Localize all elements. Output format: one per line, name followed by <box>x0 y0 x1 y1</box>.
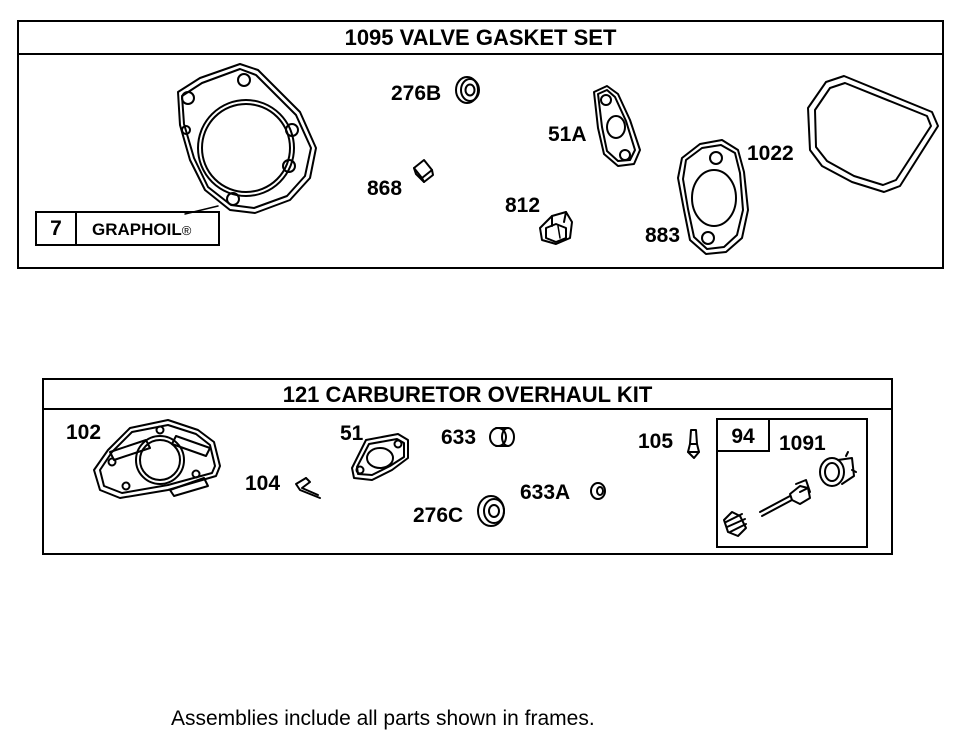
seal-276b-drawing <box>455 76 480 104</box>
cylinder-head-gasket-drawing <box>177 63 317 215</box>
valve-gasket-set-title: 1095 VALVE GASKET SET <box>19 22 942 55</box>
pin-104-drawing <box>295 477 321 499</box>
callout-883: 883 <box>645 224 681 247</box>
callout-1091: 1091 <box>779 432 826 455</box>
callout-105: 105 <box>638 430 674 453</box>
callout-51a: 51A <box>548 123 587 146</box>
callout-102: 102 <box>66 421 102 444</box>
callout-633: 633 <box>441 426 477 449</box>
carburetor-gasket-102-drawing <box>93 419 221 499</box>
bushing-633-drawing <box>489 427 515 447</box>
callout-276b: 276B <box>391 82 442 105</box>
callout-104: 104 <box>245 472 281 495</box>
callout-868: 868 <box>367 177 403 200</box>
gasket-51a-drawing <box>593 85 641 167</box>
washer-633a-drawing <box>590 482 606 500</box>
valve-gasket-set-frame: 1095 VALVE GASKET SET <box>17 20 944 269</box>
registered-mark: ® <box>181 223 192 238</box>
seal-276c-drawing <box>477 495 505 527</box>
callout-1022: 1022 <box>747 142 794 165</box>
needle-105-drawing <box>687 429 700 459</box>
gasket-883-drawing <box>677 139 749 255</box>
graphoil-name-box: GRAPHOIL® <box>75 211 220 246</box>
gasket-51-drawing <box>351 433 409 481</box>
fitting-812-drawing <box>539 211 573 245</box>
sub-assembly-94-ref-box: 94 <box>716 418 770 452</box>
callout-51: 51 <box>340 422 364 445</box>
graphoil-name: GRAPHOIL® <box>92 220 191 240</box>
mixture-screw-1091-drawing <box>723 451 857 537</box>
callout-812: 812 <box>505 194 541 217</box>
callout-276c: 276C <box>413 504 464 527</box>
sub-assembly-94-frame: 94 <box>716 418 868 548</box>
carburetor-kit-title: 121 CARBURETOR OVERHAUL KIT <box>44 380 891 410</box>
gasket-1022-drawing <box>807 75 939 193</box>
graphoil-ref-box: 7 <box>35 211 77 246</box>
sub-assembly-94-ref: 94 <box>731 425 755 448</box>
carburetor-kit-frame: 121 CARBURETOR OVERHAUL KIT <box>42 378 893 555</box>
footer-caption: Assemblies include all parts shown in fr… <box>171 707 595 730</box>
part-868-drawing <box>413 159 434 183</box>
callout-633a: 633A <box>520 481 571 504</box>
graphoil-name-text: GRAPHOIL <box>92 220 182 239</box>
graphoil-ref-number: 7 <box>50 217 62 240</box>
